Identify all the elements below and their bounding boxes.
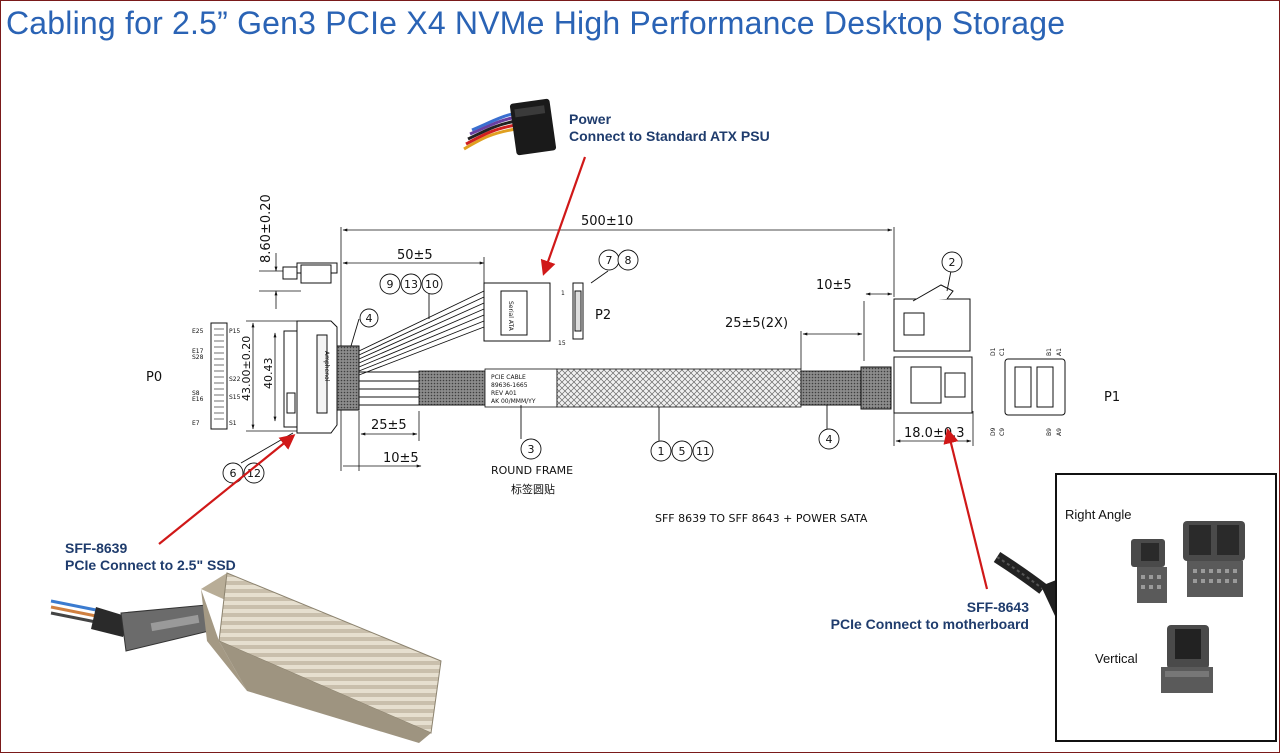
svg-text:E25: E25 <box>192 328 204 335</box>
svg-text:D9: D9 <box>990 427 997 436</box>
svg-text:标签圆贴: 标签圆贴 <box>511 482 555 496</box>
svg-text:1: 1 <box>658 445 665 458</box>
power-title: Power <box>569 111 612 127</box>
svg-text:D1: D1 <box>990 347 997 356</box>
svg-text:10±5: 10±5 <box>383 451 419 466</box>
sff8639-connector-drawing <box>210 262 360 434</box>
svg-text:B9: B9 <box>1046 428 1053 436</box>
svg-text:S15: S15 <box>229 394 241 401</box>
svg-text:P2: P2 <box>595 308 611 323</box>
svg-text:25±5: 25±5 <box>371 418 407 433</box>
svg-text:S22: S22 <box>229 376 241 383</box>
power-desc: Connect to Standard ATX PSU <box>569 128 770 144</box>
svg-text:S8: S8 <box>192 390 200 397</box>
page-title: Cabling for 2.5” Gen3 PCIe X4 NVMe High … <box>6 5 1066 41</box>
svg-text:89636-1665: 89636-1665 <box>491 382 528 389</box>
svg-text:Serial ATA: Serial ATA <box>507 301 514 332</box>
svg-text:REV A01: REV A01 <box>491 390 517 397</box>
svg-text:1: 1 <box>561 290 565 297</box>
right-angle-connector-single <box>1131 539 1167 603</box>
svg-text:7: 7 <box>606 254 613 267</box>
svg-text:8.60±0.20: 8.60±0.20 <box>259 194 274 263</box>
svg-text:S28: S28 <box>192 354 204 361</box>
sff8639-desc: PCIe Connect to 2.5" SSD <box>65 557 236 573</box>
svg-text:PCIE CABLE: PCIE CABLE <box>491 374 526 381</box>
sff8639-title: SFF-8639 <box>65 540 128 556</box>
vertical-connector <box>1161 625 1213 693</box>
svg-text:A1: A1 <box>1056 348 1063 356</box>
svg-text:AK 00/MMM/YY: AK 00/MMM/YY <box>491 398 536 405</box>
sff8643-connector-drawing <box>860 284 1066 416</box>
svg-text:9: 9 <box>387 278 394 291</box>
cable-label-text: PCIE CABLE 89636-1665 REV A01 AK 00/MMM/… <box>491 374 536 405</box>
callout-arrows <box>158 156 989 590</box>
svg-text:18.0±0.3: 18.0±0.3 <box>904 426 965 441</box>
svg-text:4: 4 <box>826 433 833 446</box>
svg-text:4: 4 <box>366 312 373 325</box>
svg-text:B1: B1 <box>1046 348 1053 356</box>
dimension-texts: 500±10 50±5 8.60±0.20 43.00±0.20 40.43 2… <box>146 194 1120 525</box>
svg-text:ROUND FRAME: ROUND FRAME <box>491 464 573 477</box>
balloon-numbers: 4 2 3 4 6 12 9 13 10 7 8 1 5 11 <box>230 254 956 480</box>
svg-text:3: 3 <box>528 443 535 456</box>
item-balloons <box>222 249 963 484</box>
ssd-photo <box>201 572 442 743</box>
svg-text:2: 2 <box>949 256 956 269</box>
vertical-label: Vertical <box>1095 651 1138 666</box>
sata-power-connector-photo <box>463 98 557 156</box>
svg-text:A9: A9 <box>1056 428 1063 436</box>
svg-text:25±5(2X): 25±5(2X) <box>725 316 788 331</box>
svg-text:Amphenol: Amphenol <box>323 351 330 382</box>
svg-text:C9: C9 <box>999 428 1006 436</box>
svg-text:P1: P1 <box>1104 390 1120 405</box>
svg-text:43.00±0.20: 43.00±0.20 <box>240 336 253 401</box>
svg-text:11: 11 <box>696 445 710 458</box>
pin-labels: 1 15 D1 C1 B1 A1 D9 C9 B9 A9 E25 P15 E17… <box>192 290 1063 436</box>
inset-connectors <box>1131 521 1245 693</box>
braided-sleeves <box>418 368 862 408</box>
svg-text:10: 10 <box>425 278 439 291</box>
sff8643-desc: PCIe Connect to motherboard <box>830 616 1029 632</box>
svg-text:15: 15 <box>558 340 566 347</box>
svg-text:8: 8 <box>625 254 632 267</box>
svg-text:P0: P0 <box>146 370 162 385</box>
right-angle-label: Right Angle <box>1065 507 1132 522</box>
right-angle-connector-dual <box>1183 521 1245 597</box>
svg-text:C1: C1 <box>999 348 1006 356</box>
svg-text:P15: P15 <box>229 328 240 335</box>
svg-text:10±5: 10±5 <box>816 278 852 293</box>
sff8643-callout: SFF-8643 PCIe Connect to motherboard <box>801 599 1029 633</box>
svg-text:S1: S1 <box>229 420 237 427</box>
svg-text:E17: E17 <box>192 348 204 355</box>
svg-text:500±10: 500±10 <box>581 214 633 229</box>
sff8639-cable-photo <box>50 599 210 652</box>
sff8639-callout: SFF-8639 PCIe Connect to 2.5" SSD <box>65 540 236 574</box>
connector-orientation-inset: Right Angle Vertical <box>1055 473 1277 742</box>
svg-text:E7: E7 <box>192 420 200 427</box>
svg-text:13: 13 <box>404 278 418 291</box>
svg-text:12: 12 <box>247 467 261 480</box>
svg-text:E16: E16 <box>192 396 204 403</box>
svg-text:5: 5 <box>679 445 686 458</box>
svg-text:40.43: 40.43 <box>262 358 275 390</box>
svg-text:50±5: 50±5 <box>397 248 433 263</box>
svg-text:SFF 8639 TO SFF 8643 + POWER S: SFF 8639 TO SFF 8643 + POWER SATA <box>655 512 868 525</box>
power-callout: Power Connect to Standard ATX PSU <box>569 111 770 145</box>
sff8643-title: SFF-8643 <box>966 599 1029 615</box>
sata-connector-drawing: Serial ATA <box>483 282 584 342</box>
svg-text:6: 6 <box>230 467 237 480</box>
